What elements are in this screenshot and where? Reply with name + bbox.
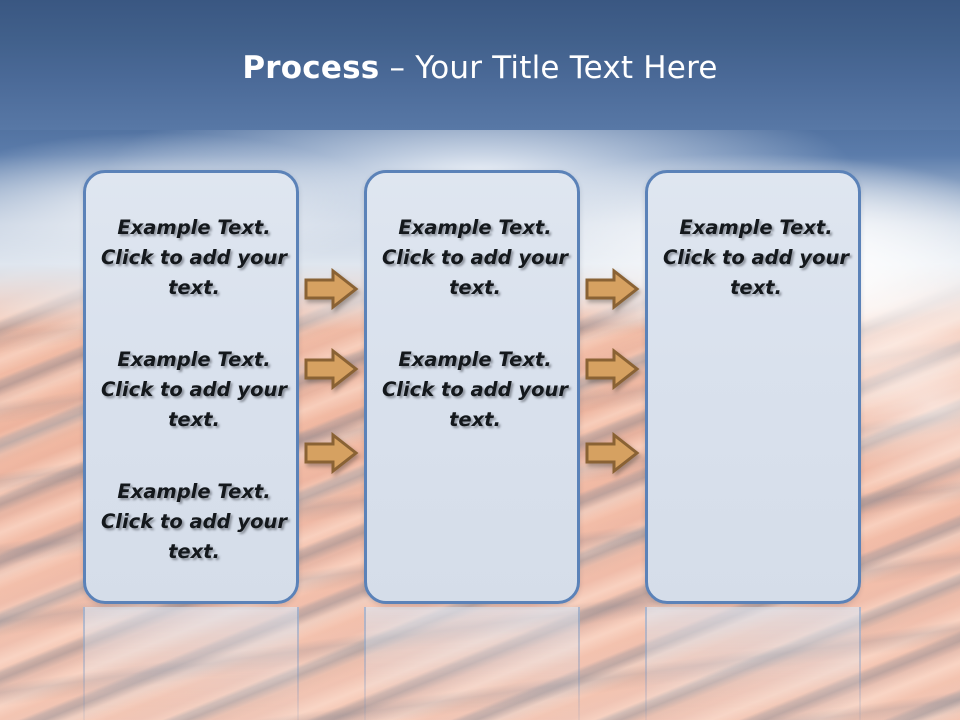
arrows-stage2-to-stage3 — [580, 170, 646, 604]
title-bold-part: Process — [242, 50, 380, 86]
stage-2-reflection — [364, 607, 580, 720]
stage-1-content: Example Text. Click to add your text. Ex… — [86, 173, 296, 601]
right-block-arrow-icon[interactable] — [584, 432, 640, 474]
stage-3-box[interactable]: Example Text. Click to add your text. — [645, 170, 861, 604]
stage-3-content: Example Text. Click to add your text. — [648, 173, 858, 601]
stage-2-text-1[interactable]: Example Text. Click to add your text. — [382, 216, 568, 299]
page-title: Process – Your Title Text Here — [0, 49, 960, 87]
right-block-arrow-icon[interactable] — [584, 268, 640, 310]
title-band — [0, 0, 960, 130]
stage-1-box[interactable]: Example Text. Click to add your text. Ex… — [83, 170, 299, 604]
stage-2-content: Example Text. Click to add your text. Ex… — [367, 173, 577, 601]
stage-1-text-2[interactable]: Example Text. Click to add your text. — [101, 348, 287, 431]
stage-3-reflection — [645, 607, 861, 720]
stage-1-text-3[interactable]: Example Text. Click to add your text. — [101, 480, 287, 563]
stage-2-box[interactable]: Example Text. Click to add your text. Ex… — [364, 170, 580, 604]
stage-1-reflection — [83, 607, 299, 720]
right-block-arrow-icon[interactable] — [303, 348, 359, 390]
arrows-stage1-to-stage2 — [299, 170, 365, 604]
right-block-arrow-icon[interactable] — [303, 432, 359, 474]
stage-3-text-1[interactable]: Example Text. Click to add your text. — [663, 216, 849, 299]
stage-2-text-2[interactable]: Example Text. Click to add your text. — [382, 348, 568, 431]
title-rest-part: – Your Title Text Here — [379, 50, 718, 86]
right-block-arrow-icon[interactable] — [584, 348, 640, 390]
right-block-arrow-icon[interactable] — [303, 268, 359, 310]
stage-1-text-1[interactable]: Example Text. Click to add your text. — [101, 216, 287, 299]
